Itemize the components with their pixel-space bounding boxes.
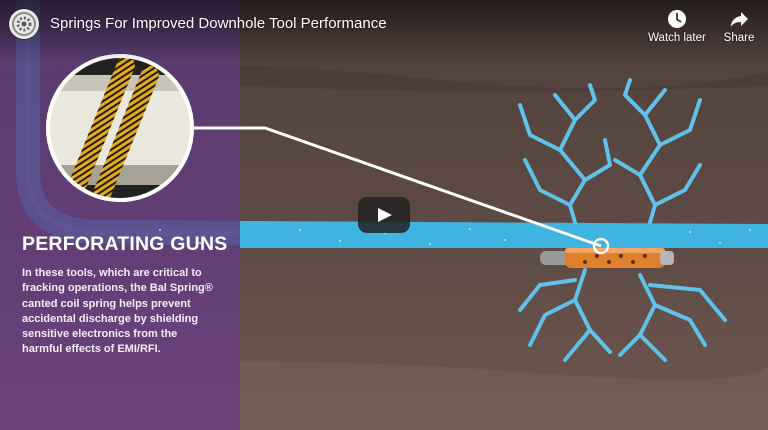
- play-button[interactable]: [358, 197, 410, 233]
- info-line: sensitive electronics from the: [22, 328, 178, 341]
- info-body: In these tools, which are critical to fr…: [22, 266, 234, 358]
- info-line: In these tools, which are critical to: [22, 267, 202, 279]
- info-line: accidental discharge by shielding: [22, 312, 199, 325]
- info-heading: PERFORATING GUNS: [22, 233, 228, 255]
- top-gradient-overlay: [0, 0, 768, 64]
- video-title[interactable]: Springs For Improved Downhole Tool Perfo…: [50, 15, 387, 32]
- info-panel: PERFORATING GUNS In these tools, which a…: [22, 233, 234, 358]
- info-line: fracking operations, the Bal Spring®: [22, 282, 213, 295]
- share-button[interactable]: Share: [708, 8, 768, 44]
- channel-logo-icon[interactable]: [9, 9, 39, 39]
- share-arrow-icon: [730, 12, 748, 27]
- clock-icon: [668, 10, 686, 28]
- info-line: harmful effects of EMI/RFI.: [22, 343, 161, 356]
- info-line: canted coil spring helps prevent: [22, 297, 191, 310]
- watch-later-button[interactable]: Watch later: [646, 8, 708, 44]
- play-icon: [378, 208, 392, 222]
- watch-later-label: Watch later: [648, 32, 706, 44]
- share-label: Share: [723, 32, 755, 44]
